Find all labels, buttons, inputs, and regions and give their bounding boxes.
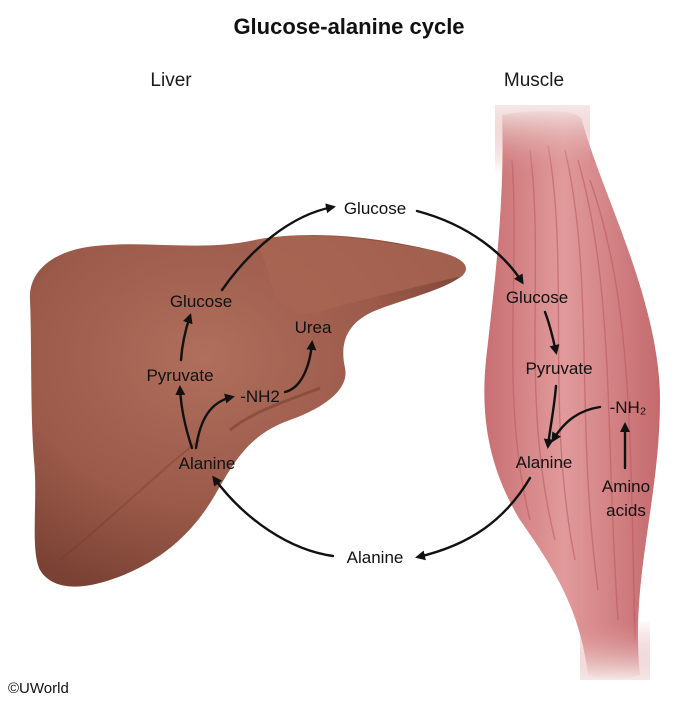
liver-urea-label: Urea <box>295 318 332 337</box>
cycle-arrow-liver-to-glucose <box>220 203 336 292</box>
muscle-heading: Muscle <box>504 70 564 91</box>
liver-nh2-label: -NH2 <box>240 387 280 406</box>
muscle-illustration <box>484 105 660 680</box>
muscle-glucose-label: Glucose <box>506 288 568 307</box>
muscle-pyruvate-label: Pyruvate <box>525 359 592 378</box>
liver-glucose-label: Glucose <box>170 292 232 311</box>
liver-arrow-pyruvate-to-glucose <box>179 313 193 362</box>
liver-alanine-label: Alanine <box>179 454 236 473</box>
muscle-alanine-label: Alanine <box>516 453 573 472</box>
cycle-alanine-label: Alanine <box>347 548 404 567</box>
liver-illustration <box>29 235 466 587</box>
cycle-glucose-label: Glucose <box>344 199 406 218</box>
muscle-arrow-nh2-to-alanine <box>551 405 602 443</box>
muscle-nh2-label: -NH₂ <box>610 398 647 417</box>
cycle-arrow-alanine-to-liver <box>212 475 335 558</box>
liver-pyruvate-label: Pyruvate <box>146 366 213 385</box>
liver-arrow-alanine-to-nh2 <box>194 393 235 450</box>
muscle-arrow-glucose-to-pyruvate <box>543 310 560 355</box>
liver-heading: Liver <box>150 70 192 91</box>
liver-arrow-nh2-to-urea <box>283 340 317 394</box>
muscle-amino-label: Amino <box>602 477 650 496</box>
muscle-arrow-pyruvate-to-alanine <box>543 384 558 449</box>
liver-arrow-alanine-to-pyruvate <box>175 385 194 450</box>
diagram-title: Glucose-alanine cycle <box>233 14 464 39</box>
copyright-label: ©UWorld <box>8 680 69 697</box>
cycle-arrow-muscle-to-alanine <box>415 476 532 561</box>
muscle-acids-label: acids <box>606 501 646 520</box>
cycle-arrow-glucose-to-muscle <box>415 209 524 285</box>
